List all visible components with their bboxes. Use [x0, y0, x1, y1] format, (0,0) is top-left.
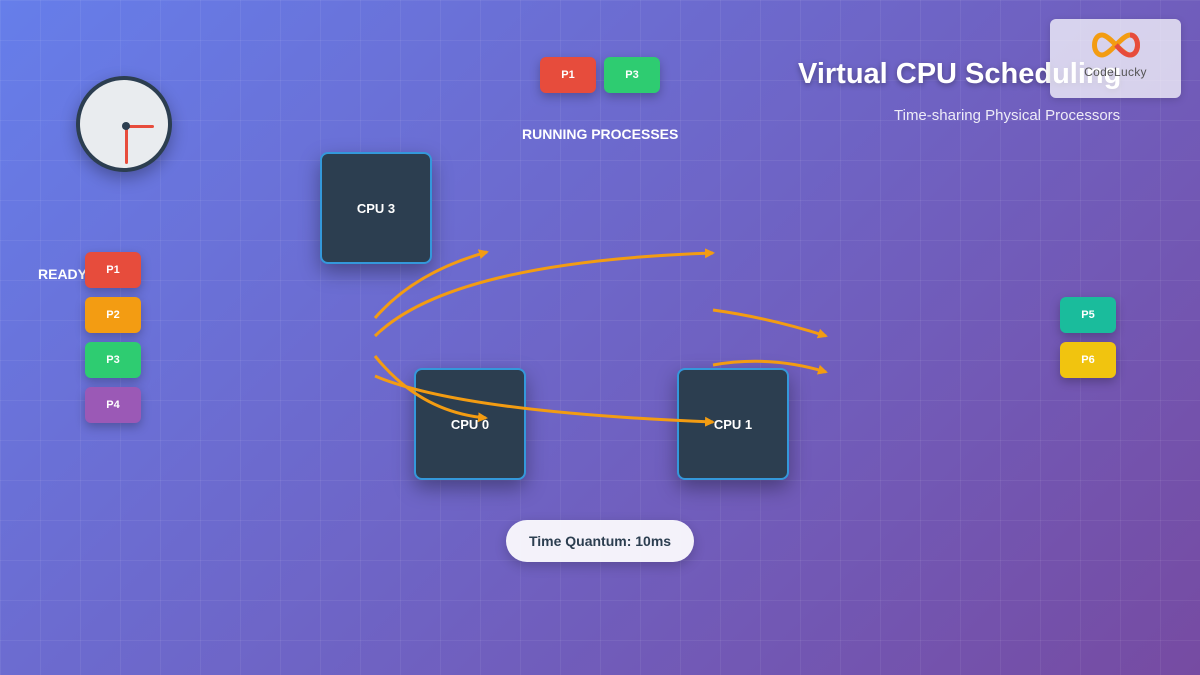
logo: CodeLucky — [1050, 19, 1181, 98]
time-quantum-badge: Time Quantum: 10ms — [506, 520, 694, 562]
ready-process-p1[interactable]: P1 — [85, 252, 141, 288]
cpu-0-box[interactable]: CPU 0 — [414, 368, 526, 480]
ready-label: READY — [38, 266, 88, 282]
clock-icon — [76, 76, 172, 172]
ready-process-p4[interactable]: P4 — [85, 387, 141, 423]
logo-text: CodeLucky — [1084, 65, 1147, 79]
cpu-3-box[interactable]: CPU 3 — [320, 152, 432, 264]
running-process-p3[interactable]: P3 — [604, 57, 660, 93]
ready-process-p2[interactable]: P2 — [85, 297, 141, 333]
cpu-1-box[interactable]: CPU 1 — [677, 368, 789, 480]
infinity-logo-icon — [1092, 32, 1140, 58]
clock-hour-hand — [126, 125, 154, 128]
page-subtitle: Time-sharing Physical Processors — [894, 107, 1121, 124]
waiting-process-p6[interactable]: P6 — [1060, 342, 1116, 378]
clock-center — [122, 122, 130, 130]
running-label: RUNNING PROCESSES — [522, 126, 679, 142]
running-process-p1[interactable]: P1 — [540, 57, 596, 93]
ready-process-p3[interactable]: P3 — [85, 342, 141, 378]
clock-minute-hand — [125, 126, 128, 164]
waiting-process-p5[interactable]: P5 — [1060, 297, 1116, 333]
